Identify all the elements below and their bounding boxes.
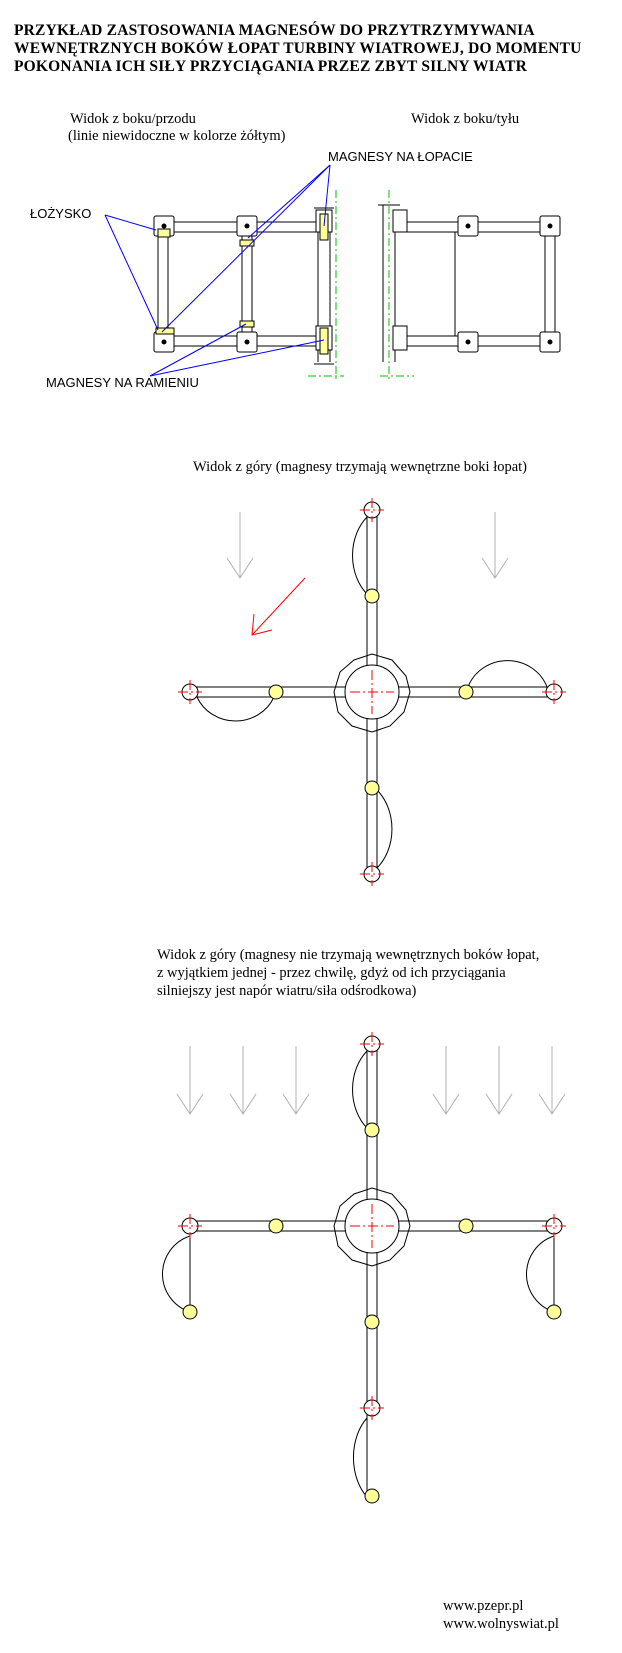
wind-arrow-icon [176, 1046, 204, 1115]
wind-arrow-icon [485, 1046, 513, 1115]
top-view-2 [161, 1035, 566, 1504]
top-view-1-caption: Widok z góry (magnesy trzymają wewnętrzn… [193, 459, 528, 475]
front-view-label: Widok z boku/przodu [70, 111, 196, 127]
magnet-icon [239, 239, 255, 247]
magnet-icon [155, 327, 175, 335]
title-line-2: WEWNĘTRZNYCH BOKÓW ŁOPAT TURBINY WIATROW… [14, 40, 582, 57]
side-view-back [378, 204, 561, 362]
top-view-2-centerlines [178, 1032, 566, 1420]
magnet-icon [239, 320, 255, 328]
blade-magnets-label: MAGNESY NA ŁOPACIE [328, 149, 473, 164]
callout-lines [104, 164, 331, 377]
magnet-icon [364, 588, 380, 604]
magnet-icon [364, 1122, 380, 1138]
wind-arrow-icon [538, 1046, 566, 1115]
magnet-icon [364, 780, 380, 796]
magnet-icon [546, 1304, 562, 1320]
wind-arrow-icon [226, 512, 254, 579]
rotation-arrow-icon [251, 577, 306, 636]
magnet-icon [364, 1314, 380, 1330]
top-view-2-caption-3: silniejszy jest napór wiatru/siła odśrod… [157, 983, 417, 999]
title-line-3: POKONANIA ICH SIŁY PRZYCIĄGANIA PRZEZ ZB… [14, 58, 528, 75]
footer-url-2: www.wolnyswiat.pl [443, 1616, 559, 1632]
magnet-icon [319, 213, 329, 241]
magnet-icon [268, 684, 284, 700]
magnet-icon [157, 228, 171, 238]
magnet-icon [364, 1488, 380, 1504]
wind-arrow-icon [481, 512, 509, 579]
wind-arrow-icon [229, 1046, 257, 1115]
top-view-2-caption-1: Widok z góry (magnesy nie trzymają wewnę… [157, 947, 540, 963]
page-title: PRZYKŁAD ZASTOSOWANIA MAGNESÓW DO PRZYTR… [14, 22, 614, 76]
back-view-label: Widok z boku/tyłu [411, 111, 520, 127]
bearing-label: ŁOŻYSKO [30, 206, 92, 221]
axis-front [308, 190, 344, 380]
wind-arrow-icon [282, 1046, 310, 1115]
magnet-icon [458, 684, 474, 700]
magnet-icon [182, 1304, 198, 1320]
title-line-1: PRZYKŁAD ZASTOSOWANIA MAGNESÓW DO PRZYTR… [14, 22, 535, 39]
front-view-note: (linie niewidoczne w kolorze żółtym) [68, 128, 286, 144]
top-view-1-centerlines [178, 498, 566, 886]
top-view-2-caption-2: z wyjątkiem jednej - przez chwilę, gdyż … [157, 965, 506, 981]
side-view-front [153, 207, 334, 365]
footer-url-1: www.pzepr.pl [443, 1598, 524, 1614]
magnet-icon [458, 1218, 474, 1234]
wind-arrow-icon [432, 1046, 460, 1115]
arm-magnets-label: MAGNESY NA RAMIENIU [46, 375, 199, 390]
axis-back [380, 190, 414, 380]
magnet-icon [268, 1218, 284, 1234]
